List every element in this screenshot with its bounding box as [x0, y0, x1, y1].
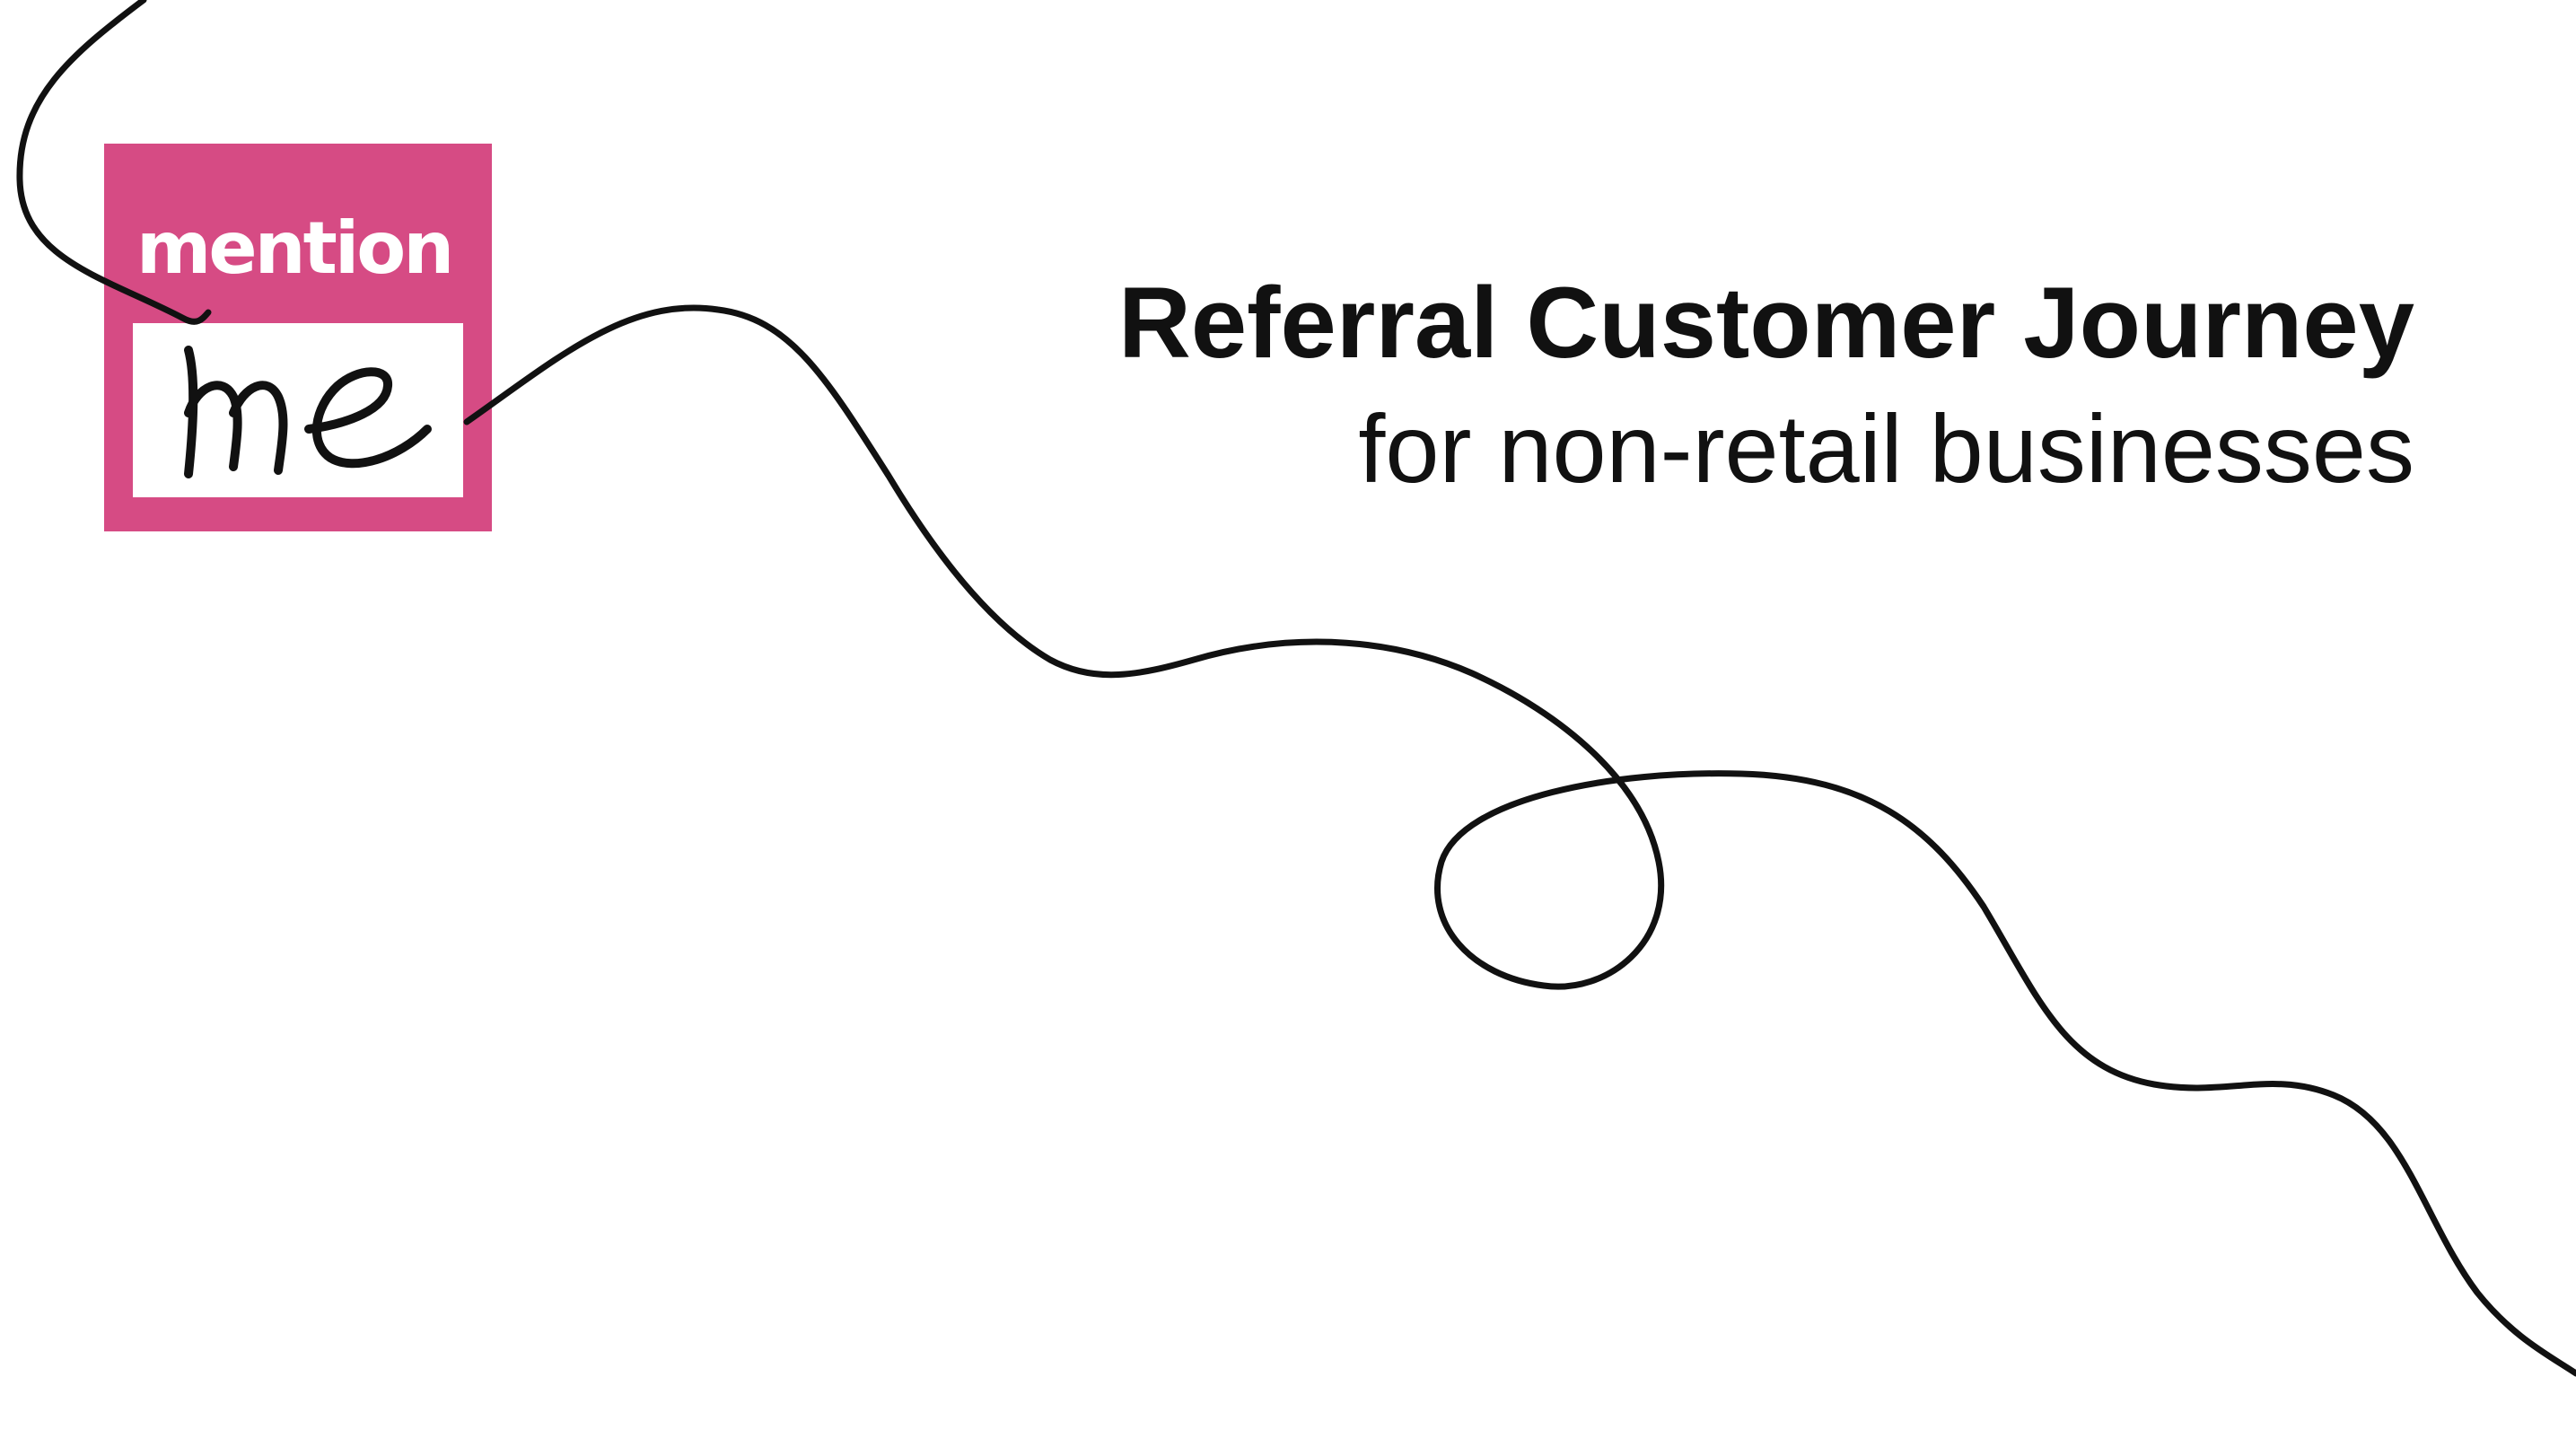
logo-wordmark: mention	[136, 206, 454, 290]
title-block: Referral Customer Journey for non-retail…	[1118, 260, 2414, 512]
slide-title: Referral Customer Journey	[1117, 267, 2414, 379]
logo-script-me	[184, 346, 432, 478]
slide-subtitle: for non-retail businesses	[1358, 394, 2414, 503]
mention-me-logo: mention	[104, 144, 492, 531]
logo-script-box	[133, 323, 463, 497]
